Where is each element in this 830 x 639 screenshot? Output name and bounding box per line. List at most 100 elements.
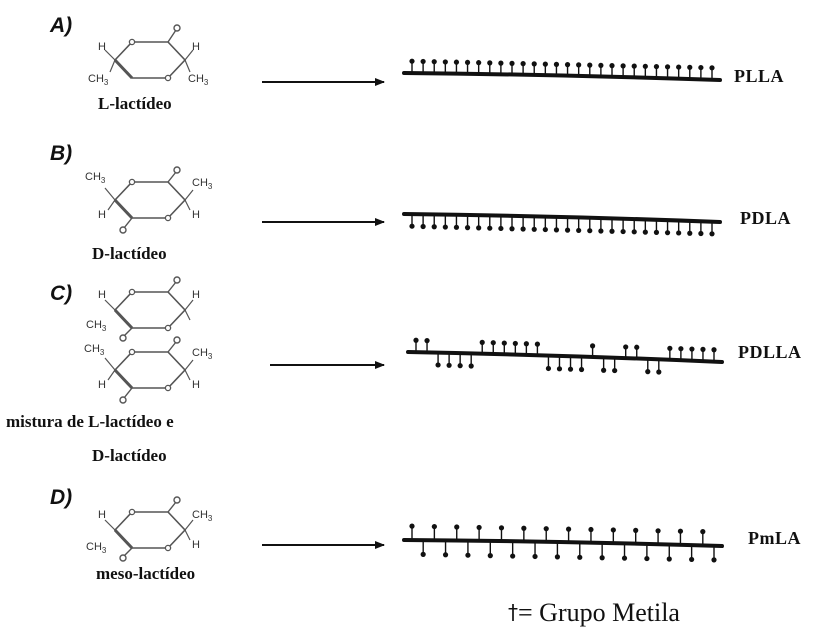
svg-text:H: H (98, 41, 106, 53)
methyl-group-dot (564, 62, 571, 68)
methyl-group-dot (476, 225, 482, 231)
methyl-group-dot (479, 339, 485, 345)
methyl-group-dot (587, 62, 593, 68)
methyl-group-dot (521, 525, 527, 531)
methyl-group-dot (457, 363, 463, 369)
methyl-group-dot (542, 226, 548, 233)
methyl-group-dot (676, 230, 682, 236)
methyl-group-dot (542, 61, 548, 67)
methyl-group-dot (609, 228, 615, 234)
methyl-group-dot (565, 526, 572, 532)
methyl-group-dot (435, 362, 441, 368)
methyl-group-dot (589, 343, 596, 349)
methyl-group-dot (567, 366, 574, 372)
methyl-group-dot (523, 341, 529, 347)
plla-backbone (402, 71, 722, 82)
methyl-group-dot (543, 526, 549, 532)
d-lactide-structure: CH3 H CH3 H (85, 166, 213, 234)
methyl-group-dot (664, 230, 671, 236)
mixture-d-lactide-structure: CH3 H CH3 H (84, 336, 213, 404)
legend-text: = Grupo Metila (518, 598, 680, 627)
pdla-backbone (402, 212, 722, 224)
methyl-group-dot (465, 552, 471, 558)
svg-text:H: H (98, 379, 106, 391)
methyl-group-dot (413, 337, 419, 343)
methyl-group-dot (598, 62, 604, 68)
methyl-group-dot (601, 367, 607, 373)
mixture-l-lactide-structure: H CH3 H (86, 276, 200, 342)
methyl-group-dot (512, 340, 518, 347)
methyl-group-dot (409, 58, 415, 64)
methyl-group-dot (621, 555, 628, 561)
methyl-group-legend-icon: † (508, 600, 518, 624)
meso-lactide-structure: H CH3 CH3 H (86, 496, 213, 562)
legend: †= Grupo Metila (508, 598, 680, 628)
methyl-group-dot (487, 60, 493, 66)
methyl-group-dot (689, 556, 695, 563)
methyl-group-dot (431, 224, 437, 230)
methyl-group-dot (576, 62, 582, 68)
methyl-group-dot (698, 230, 704, 237)
row-b-letter: B) (50, 142, 73, 165)
methyl-group-dot (545, 365, 552, 372)
methyl-group-dot (490, 340, 496, 346)
methyl-group-dot (711, 347, 717, 353)
methyl-group-dot (700, 529, 706, 535)
methyl-group-dot (655, 528, 661, 534)
methyl-group-dot (587, 228, 593, 234)
mixture-label-line1: mistura de L-lactídeo e (6, 412, 174, 431)
methyl-group-dot (498, 225, 504, 232)
methyl-group-dot (666, 556, 672, 562)
methyl-group-dot (687, 230, 693, 236)
methyl-group-dot (612, 367, 618, 374)
methyl-group-dot (633, 527, 639, 533)
svg-text:H: H (192, 379, 200, 391)
methyl-group-dot (620, 63, 626, 69)
methyl-group-dot (656, 369, 662, 375)
svg-text:H: H (192, 289, 200, 301)
methyl-group-dot (454, 524, 460, 530)
methyl-group-dot (409, 523, 415, 529)
methyl-group-dot (446, 362, 452, 368)
methyl-group-dot (553, 227, 560, 233)
methyl-group-dot (711, 557, 717, 563)
methyl-group-dot (431, 523, 437, 530)
methyl-group-dot (631, 63, 637, 69)
pdla-polymer-chain (402, 212, 722, 237)
methyl-group-dot (424, 338, 430, 344)
methyl-group-dot (634, 344, 640, 350)
methyl-group-dot (687, 64, 693, 70)
svg-text:H: H (192, 41, 200, 53)
svg-text:CH3: CH3 (192, 177, 213, 191)
svg-text:CH3: CH3 (192, 509, 213, 523)
svg-text:H: H (192, 539, 200, 551)
methyl-group-dot (520, 226, 526, 232)
methyl-group-dot (509, 226, 515, 232)
methyl-group-dot (487, 553, 493, 559)
methyl-group-dot (532, 553, 538, 560)
methyl-group-dot (553, 61, 560, 67)
methyl-group-dot (689, 346, 695, 352)
methyl-group-dot (476, 524, 482, 531)
methyl-group-dot (453, 59, 460, 65)
pdla-label: PDLA (740, 208, 791, 228)
methyl-group-dot (645, 369, 651, 375)
meso-lactide-label: meso-lactídeo (96, 564, 196, 583)
methyl-group-dot (556, 366, 563, 372)
mixture-label-line2: D-lactídeo (92, 446, 167, 465)
methyl-group-dot (709, 65, 715, 71)
svg-text:CH3: CH3 (188, 73, 209, 87)
methyl-group-dot (420, 551, 426, 557)
methyl-group-dot (598, 228, 604, 234)
plla-polymer-chain (402, 58, 722, 82)
d-lactide-label: D-lactídeo (92, 244, 167, 263)
methyl-group-dot (698, 64, 704, 71)
methyl-group-dot (631, 229, 637, 235)
methyl-group-dot (564, 227, 571, 233)
l-lactide-structure: H CH3 H CH3 (88, 24, 209, 87)
methyl-group-dot (578, 366, 585, 373)
methyl-group-dot (442, 224, 448, 230)
methyl-group-dot (642, 229, 648, 235)
methyl-group-dot (677, 528, 684, 534)
